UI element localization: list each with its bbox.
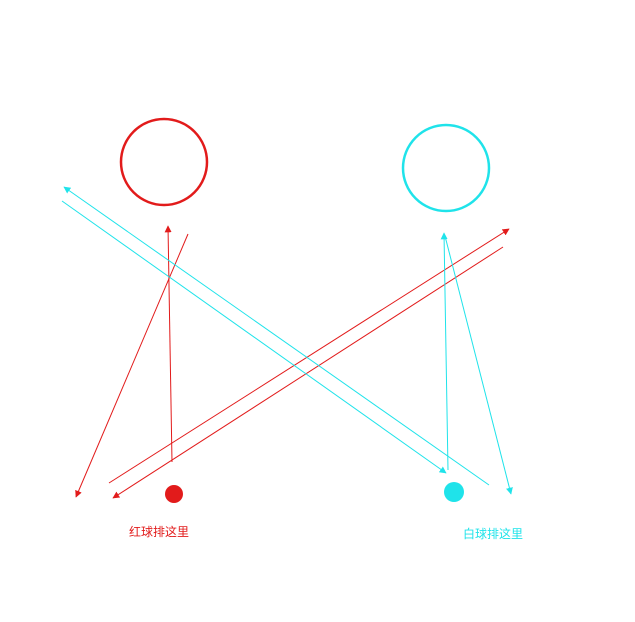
red-arrow-diagonal-down-left-2	[112, 246, 504, 499]
cyan-target-circle	[401, 123, 491, 213]
cyan-arrow-up-left	[63, 186, 490, 486]
red-arrow-diagonal-down-left	[75, 233, 189, 498]
red-arrow-diagonal-up-right	[108, 228, 510, 484]
cyan-arrow-ball-to-circle	[440, 232, 449, 471]
red-arrow-ball-to-circle	[164, 225, 173, 463]
cyan-arrow-down-right	[61, 200, 447, 474]
white-ball-label: 白球排这里	[463, 527, 524, 541]
red-ball	[165, 485, 183, 503]
cyan-arrow-circle-down-right	[444, 235, 513, 495]
cyan-ball	[444, 482, 464, 502]
red-target-circle	[119, 117, 209, 207]
red-ball-label: 红球排这里	[129, 525, 190, 539]
